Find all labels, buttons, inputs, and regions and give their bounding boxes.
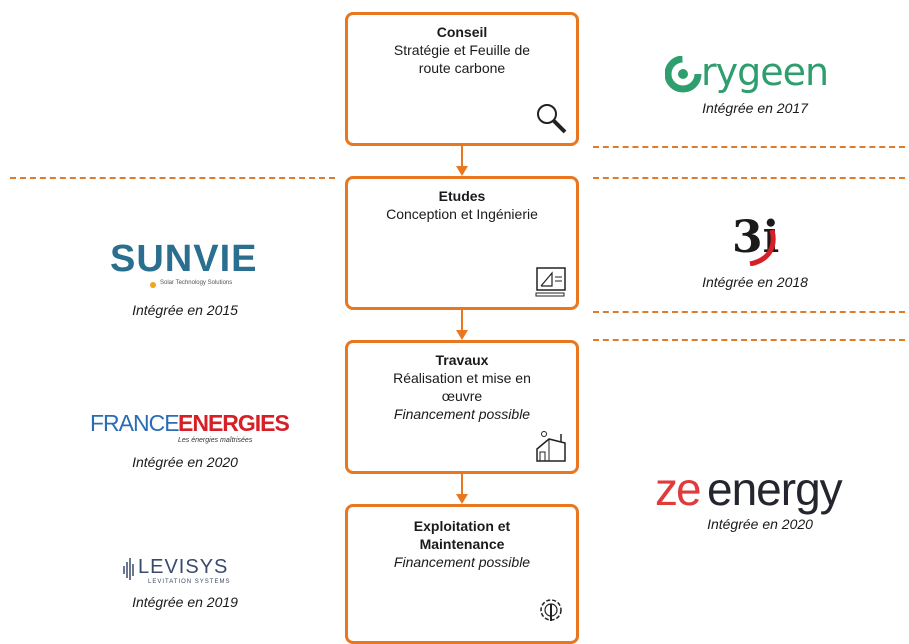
france-energies-caption: Intégrée en 2020: [132, 454, 238, 470]
waveform-icon: [123, 558, 134, 580]
france-logo-text: FRANCE: [90, 410, 180, 436]
solar-house-icon: [536, 431, 566, 462]
separator-line-left: [10, 177, 335, 179]
orygeen-symbol-icon: [665, 56, 702, 93]
step-box-conseil: Conseil Stratégie et Feuille de route ca…: [345, 12, 579, 146]
step-title: Travaux: [435, 352, 489, 368]
separator-line-right-4: [593, 339, 905, 341]
france-energies-logo: FRANCE ENERGIES Les énergies maîtrisées: [90, 410, 290, 446]
magnifier-icon: [537, 104, 567, 134]
step-title: Etudes: [438, 188, 486, 204]
energies-logo-text: ENERGIES: [178, 410, 290, 436]
arrow-down-3: [456, 474, 468, 504]
three-i-logo: 3i: [732, 212, 792, 268]
levisys-logo: LEVISYS LEVITATION SYSTEMS: [122, 556, 252, 588]
orygeen-logo: rygeen: [665, 50, 845, 94]
separator-line-right-1: [593, 146, 905, 148]
step-box-travaux: Travaux Réalisation et mise en œuvre Fin…: [345, 340, 579, 474]
levisys-logo-text: LEVISYS: [138, 556, 229, 578]
separator-line-right-3: [593, 311, 905, 313]
energy-logo-text: energy: [707, 463, 843, 515]
sunvie-logo: SUNVIE Solar Technology Solutions: [110, 238, 260, 293]
step-text: Conception et Ingénierie: [386, 206, 538, 222]
step-text: Stratégie et Feuille de: [393, 42, 531, 58]
blueprint-icon: [535, 267, 566, 297]
levisys-caption: Intégrée en 2019: [132, 594, 238, 610]
swoosh-icon: [749, 229, 776, 266]
step-text: Réalisation et mise en: [393, 370, 531, 386]
step-box-exploitation: Exploitation et Maintenance Financement …: [345, 504, 579, 644]
orygeen-logo-text: rygeen: [701, 50, 829, 94]
three-i-caption: Intégrée en 2018: [702, 274, 808, 290]
ze-logo-text: ze: [655, 463, 702, 515]
financing-note: Financement possible: [393, 406, 531, 422]
step-text: œuvre: [441, 388, 483, 404]
sunvie-caption: Intégrée en 2015: [132, 302, 238, 318]
sunvie-tagline: Solar Technology Solutions: [160, 280, 233, 286]
step-title: Conseil: [436, 24, 488, 40]
arrow-down-2: [456, 310, 468, 340]
separator-line-right-2: [593, 177, 905, 179]
step-box-etudes: Etudes Conception et Ingénierie: [345, 176, 579, 310]
sun-dot-icon: [150, 282, 156, 288]
gear-wrench-icon: [540, 599, 562, 621]
sunvie-logo-text: SUNVIE: [110, 238, 258, 280]
step-title: Exploitation et: [413, 518, 511, 534]
step-title-line2: Maintenance: [419, 536, 505, 552]
ze-energy-caption: Intégrée en 2020: [707, 516, 813, 532]
step-text: route carbone: [418, 60, 506, 76]
arrow-down-1: [456, 146, 468, 176]
levisys-tagline: LEVITATION SYSTEMS: [148, 579, 231, 585]
financing-note: Financement possible: [393, 554, 531, 570]
france-energies-tagline: Les énergies maîtrisées: [178, 437, 253, 444]
ze-energy-logo: ze energy: [655, 462, 875, 518]
orygeen-caption: Intégrée en 2017: [702, 100, 808, 116]
